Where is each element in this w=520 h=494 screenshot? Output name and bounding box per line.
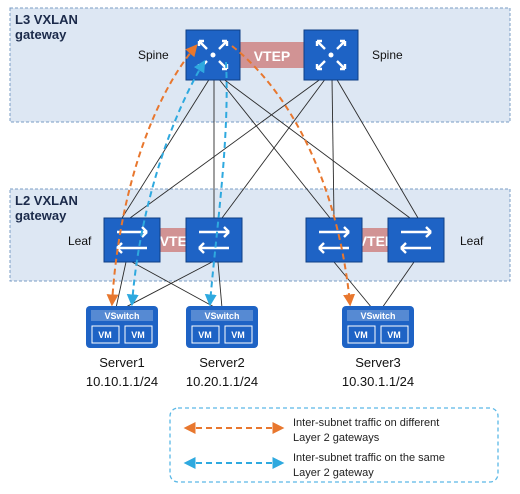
orange-traffic-path-right <box>231 45 356 307</box>
vm-label: VM <box>98 330 112 340</box>
server-1-name: Server1 <box>99 355 145 370</box>
legend-blue-line1: Inter-subnet traffic on the same <box>293 452 445 464</box>
server-2-name: Server2 <box>199 355 245 370</box>
blue-traffic-path-right <box>204 61 228 307</box>
server-3-name: Server3 <box>355 355 401 370</box>
spine-switch-left[interactable] <box>185 29 241 81</box>
legend-orange-line1: Inter-subnet traffic on different <box>293 417 439 429</box>
spine-vtep-band <box>232 42 312 68</box>
server-2[interactable]: VSwitch VM VM <box>186 306 258 348</box>
vm-label: VM <box>387 330 401 340</box>
leaf-switch-3[interactable] <box>305 217 363 263</box>
legend-box <box>169 407 499 483</box>
server-2-ip: 10.20.1.1/24 <box>186 374 258 389</box>
spine-left-label: Spine <box>138 48 169 62</box>
vm-label: VM <box>354 330 368 340</box>
vm-label: VM <box>231 330 245 340</box>
leaf-vtep-label-right: VTEP <box>358 233 395 249</box>
vm-label: VM <box>198 330 212 340</box>
l3-zone-title-line2: gateway <box>15 27 67 42</box>
vswitch-label: VSwitch <box>104 311 139 321</box>
leaf-left-label: Leaf <box>68 234 92 248</box>
spine-right-label: Spine <box>372 48 403 62</box>
leaf-right-label: Leaf <box>460 234 484 248</box>
server-1-ip: 10.10.1.1/24 <box>86 374 158 389</box>
l2-zone-title-line2: gateway <box>15 208 67 223</box>
legend-orange-line2: Layer 2 gateways <box>293 432 380 444</box>
blue-traffic-path-left <box>126 59 206 307</box>
server-1[interactable]: VSwitch VM VM <box>86 306 158 348</box>
vswitch-label: VSwitch <box>360 311 395 321</box>
l3-zone-title-line1: L3 VXLAN <box>15 12 78 27</box>
l2-zone-title-line1: L2 VXLAN <box>15 193 78 208</box>
legend-blue-line2: Layer 2 gateway <box>293 467 374 479</box>
server-3-ip: 10.30.1.1/24 <box>342 374 414 389</box>
vm-label: VM <box>131 330 145 340</box>
leaf-switch-4[interactable] <box>387 217 445 263</box>
vswitch-label: VSwitch <box>204 311 239 321</box>
leaf-switch-1[interactable] <box>103 217 161 263</box>
spine-vtep-label: VTEP <box>254 48 291 64</box>
spine-switch-right[interactable] <box>303 29 359 81</box>
server-3[interactable]: VSwitch VM VM <box>342 306 414 348</box>
